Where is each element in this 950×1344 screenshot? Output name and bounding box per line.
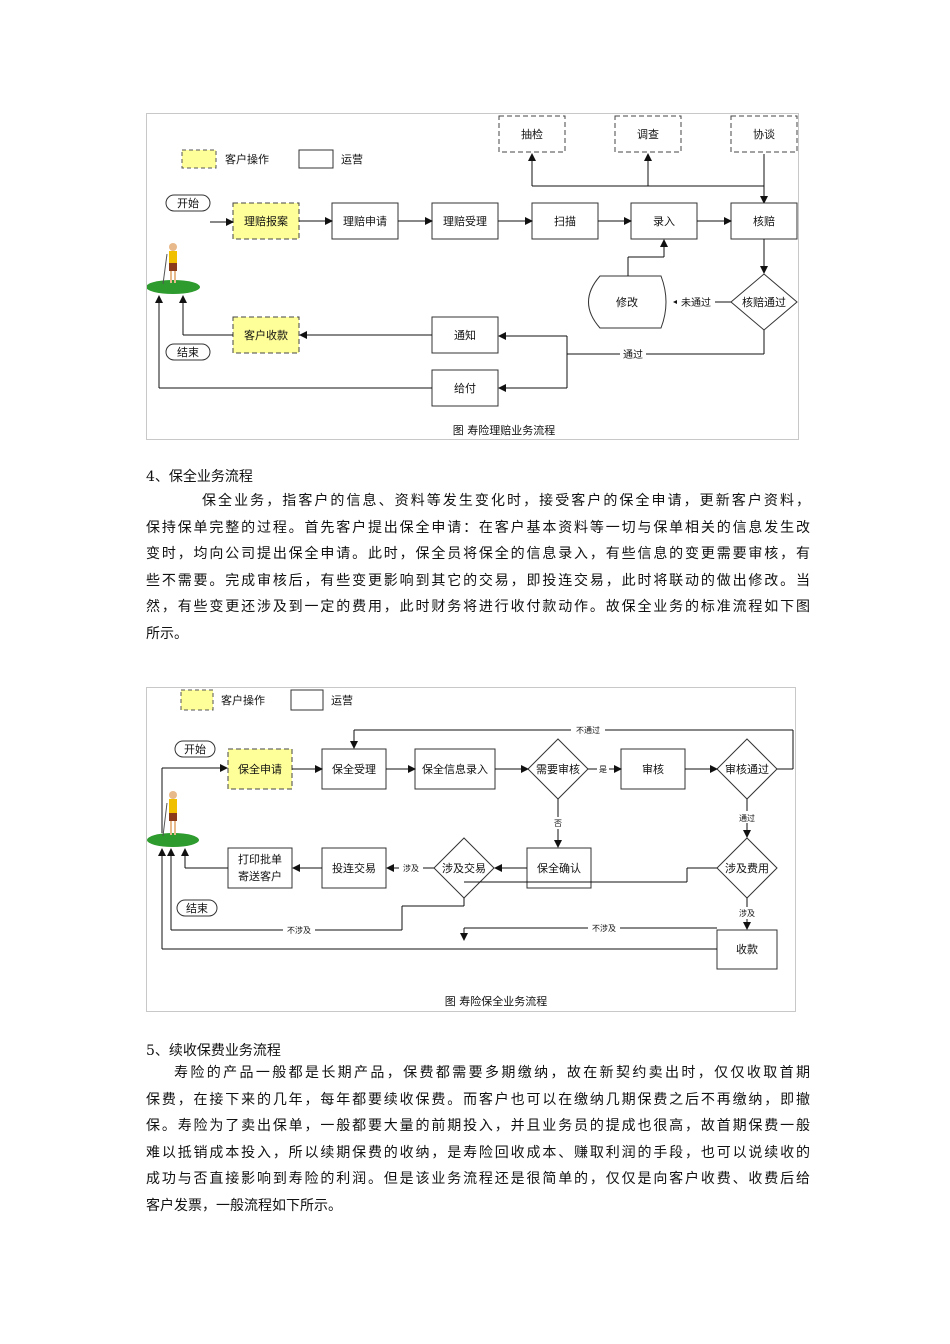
node-claim-report-label: 理赔报案: [244, 214, 288, 228]
decision-involve-fee-label: 涉及费用: [725, 861, 769, 875]
section4-title: 4、保全业务流程: [146, 469, 253, 485]
node-linked-trade: [321, 847, 387, 889]
section4-line-2: 保持保单完整的过程。首先客户提出保全申请：在客户基本资料等一切与保单相关的信息发…: [146, 519, 810, 536]
section5-line-6: 客户发票，一般流程如下所示。: [146, 1197, 342, 1214]
node-pres-accept-label: 保全受理: [332, 762, 376, 776]
section4-line-1: 保全业务，指客户的信息、资料等发生变化时，接受客户的保全申请，更新客户资料，: [202, 493, 810, 509]
node-scan-label: 扫描: [554, 214, 576, 228]
start-terminal: [165, 194, 211, 212]
node-spot-check: [498, 115, 566, 153]
legend-customer-label: 客户操作: [225, 152, 269, 166]
section5-line-5: 成功与否直接影响到寿险的利润。但是该业务流程还是很简单的，仅仅是向客户收费、收费…: [146, 1171, 810, 1187]
node-customer-receive-label: 客户收款: [244, 328, 288, 342]
section5-line-2: 保费，在接下来的几年，每年都要续收保费。而客户也可以在缴纳几期保费之后不再缴纳，…: [146, 1091, 810, 1108]
node-modify: [588, 275, 667, 329]
node-pay-label: 给付: [454, 382, 476, 395]
label-not-pass: 未通过: [681, 296, 711, 309]
node-pres-apply: [227, 748, 293, 790]
claims-flowchart: 客户操作 运营 开始 抽检 调查 协谈 理赔报案 理赔申请 理赔受理 扫描 录入…: [146, 113, 799, 440]
start-label-2: 开始: [184, 742, 206, 756]
decision-assess-pass-label: 核赔通过: [742, 295, 786, 309]
decision-involve-trade-label: 涉及交易: [442, 861, 486, 875]
node-spot-check-label: 抽检: [521, 127, 543, 141]
node-print-send-line2: 寄送客户: [238, 869, 282, 883]
figure1-caption: 图 寿险理赔业务流程: [453, 423, 556, 437]
end-terminal: [165, 343, 211, 361]
end-label: 结束: [177, 346, 199, 359]
legend-ops-swatch: [298, 149, 334, 169]
node-modify-label: 修改: [616, 295, 638, 309]
legend-customer-label-2: 客户操作: [221, 693, 265, 707]
label-pass-2: 通过: [739, 813, 755, 823]
node-customer-receive: [232, 316, 300, 354]
node-survey: [614, 115, 682, 153]
end-label-2: 结束: [186, 902, 208, 915]
label-not-involved-2: 不涉及: [592, 923, 616, 933]
node-negotiate-label: 协谈: [753, 127, 775, 141]
node-pres-apply-label: 保全申请: [238, 762, 282, 776]
section4-line-4: 些不需要。完成审核后，有些变更影响到其它的交易，即投连交易，此时将联动的做出修改…: [146, 572, 810, 589]
label-not-pass-2: 不通过: [576, 725, 600, 735]
node-print-send-line1: 打印批单: [238, 852, 282, 866]
end-terminal-2: [176, 899, 218, 917]
preservation-flowchart: 客户操作 运营 开始 保全申请 保全受理 保全信息录入 需要审核 审核 审核通过…: [146, 687, 796, 1012]
section5-line-4: 难以抵销成本投入，所以续期保费的收纳，是寿险回收成本、赚取利润的手段，也可以说续…: [146, 1144, 810, 1161]
label-yes: 是: [599, 765, 607, 774]
section5-paragraph: 寿险的产品一般都是长期产品，保费都需要多期缴纳，故在新契约卖出时，仅仅收取首期 …: [146, 1060, 810, 1219]
legend-ops-label-2: 运营: [331, 693, 353, 707]
decision-need-review-label: 需要审核: [536, 762, 580, 776]
node-entry: [630, 202, 698, 240]
node-assess-label: 核赔: [753, 214, 775, 228]
node-review-label: 审核: [642, 762, 664, 776]
node-pres-entry-label: 保全信息录入: [422, 762, 488, 776]
legend-ops-swatch-2: [290, 689, 324, 711]
section4-line-6: 所示。: [146, 625, 188, 642]
node-linked-trade-label: 投连交易: [332, 861, 376, 875]
section5-title: 5、续收保费业务流程: [146, 1043, 281, 1059]
customer-golfer-icon-2: [147, 791, 199, 847]
section5-line-1: 寿险的产品一般都是长期产品，保费都需要多期缴纳，故在新契约卖出时，仅仅收取首期: [174, 1065, 810, 1081]
node-collect-label: 收款: [736, 942, 758, 956]
node-negotiate: [730, 115, 798, 153]
legend-customer-swatch: [181, 149, 217, 169]
node-entry-label: 录入: [653, 215, 675, 228]
label-no: 否: [554, 819, 562, 828]
node-pres-entry: [414, 748, 496, 790]
section4-line-5: 然，有些变更还涉及到一定的费用，此时财务将进行收付款动作。故保全业务的标准流程如…: [146, 599, 810, 615]
node-collect: [716, 929, 778, 970]
legend-customer-swatch-2: [180, 689, 214, 711]
node-notify-label: 通知: [454, 328, 476, 342]
node-print-send: [227, 847, 293, 889]
node-claim-apply-label: 理赔申请: [343, 214, 387, 228]
section4-line-3: 变时，均向公司提出保全申请。此时，保全员将保全的信息录入，有些信息的变更需要审核…: [146, 546, 810, 562]
decision-review-pass-label: 审核通过: [725, 762, 769, 776]
start-terminal-2: [174, 740, 216, 758]
node-claim-report: [232, 202, 300, 240]
section5-line-3: 保。寿险为了卖出保单，一般都要大量的前期投入，并且业务员的提成也很高，故首期保费…: [146, 1118, 810, 1134]
label-pass: 通过: [623, 348, 643, 361]
node-survey-label: 调查: [637, 127, 659, 141]
node-claim-accept-label: 理赔受理: [443, 214, 487, 228]
section4-paragraph: 保全业务，指客户的信息、资料等发生变化时，接受客户的保全申请，更新客户资料， 保…: [146, 488, 810, 647]
legend-ops-label: 运营: [341, 152, 363, 166]
figure2-caption: 图 寿险保全业务流程: [445, 994, 548, 1008]
node-pres-confirm-label: 保全确认: [537, 861, 581, 875]
label-involved-2: 涉及: [739, 908, 755, 918]
start-label: 开始: [177, 196, 199, 210]
label-not-involved: 不涉及: [287, 925, 311, 935]
customer-golfer-icon: [146, 243, 200, 294]
label-involved: 涉及: [403, 863, 419, 873]
node-review: [620, 748, 686, 790]
